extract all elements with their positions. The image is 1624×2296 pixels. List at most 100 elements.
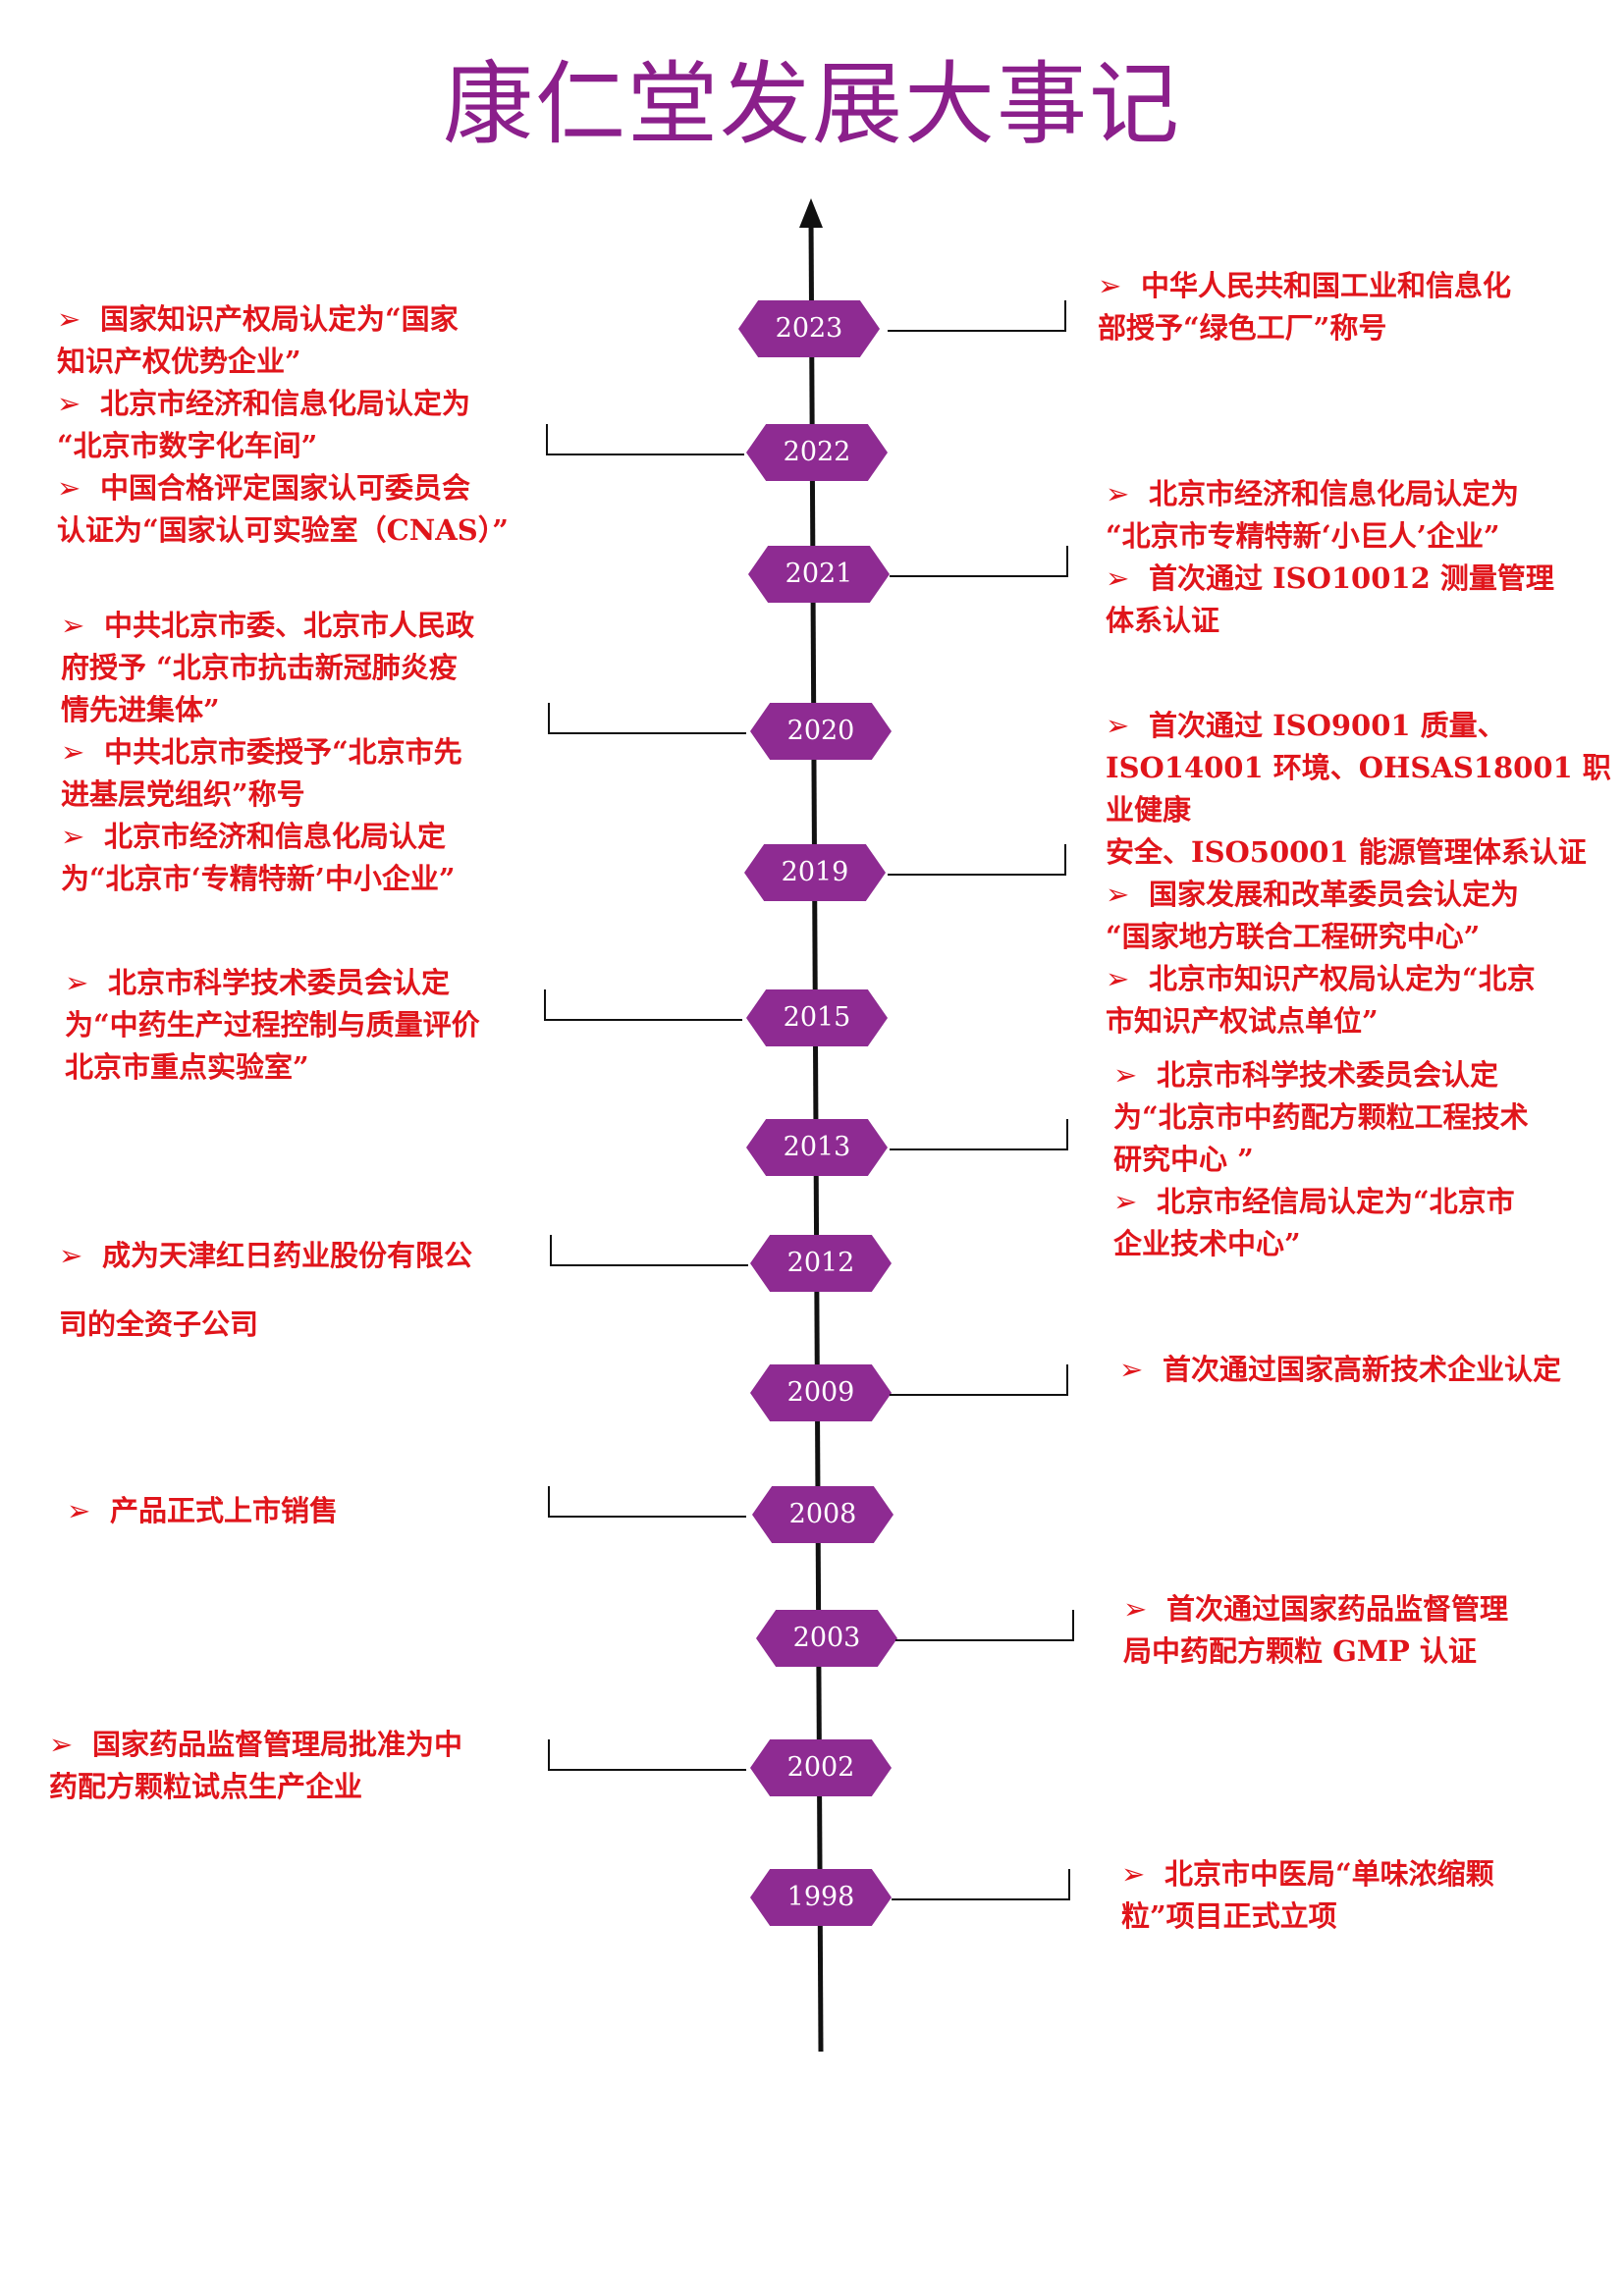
milestone-line: ➢ 国家发展和改革委员会认定为	[1106, 874, 1616, 916]
arrowhead-bullet-icon: ➢	[1106, 962, 1130, 995]
arrowhead-bullet-icon: ➢	[1121, 1857, 1146, 1891]
milestone-line: 体系认证	[1106, 604, 1220, 637]
year-badge-2003: 2003	[756, 1610, 897, 1667]
milestone-text: 北京市中医局“单味浓缩颗	[1164, 1857, 1494, 1891]
milestone-line: 司的全资子公司	[59, 1308, 259, 1341]
milestone-line: 情先进集体”	[61, 693, 220, 726]
milestone-line: 府授予 “北京市抗击新冠肺炎疫	[61, 651, 458, 684]
milestone-line: 安全、ISO50001 能源管理体系认证	[1106, 835, 1587, 869]
milestone-text: 成为天津红日药业股份有限公	[102, 1239, 473, 1272]
milestone-text: 北京市知识产权局认定为“北京	[1149, 962, 1536, 995]
arrowhead-bullet-icon: ➢	[1106, 709, 1130, 742]
milestone-line: 企业技术中心”	[1113, 1227, 1301, 1260]
milestone-line: “国家地方联合工程研究中心”	[1106, 920, 1481, 953]
year-badge-2013: 2013	[746, 1119, 888, 1176]
milestone-line: ➢ 北京市经济和信息化局认定为	[1106, 473, 1597, 515]
milestone-text: 北京市经济和信息化局认定为	[100, 387, 471, 420]
milestone-line: 局中药配方颗粒 GMP 认证	[1123, 1634, 1477, 1668]
milestone-line: ➢ 北京市中医局“单味浓缩颗	[1121, 1853, 1612, 1896]
milestone-line: ➢ 北京市科学技术委员会认定	[65, 962, 526, 1004]
milestone-text: 北京市经信局认定为“北京市	[1157, 1185, 1515, 1218]
connector-2008	[548, 1486, 746, 1518]
year-badge-2023: 2023	[738, 300, 880, 357]
page-title: 康仁堂发展大事记	[442, 52, 1181, 157]
arrowhead-bullet-icon: ➢	[1098, 269, 1122, 302]
connector-2003	[895, 1610, 1074, 1641]
milestone-text: 首次通过国家药品监督管理	[1166, 1592, 1509, 1626]
milestone-line: 市知识产权试点单位”	[1106, 1004, 1379, 1038]
milestone-text: 国家知识产权局认定为“国家	[100, 302, 459, 336]
arrowhead-bullet-icon: ➢	[1113, 1185, 1138, 1218]
connector-2002	[548, 1739, 746, 1771]
milestone-note-2013: ➢北京市科学技术委员会认定为“北京市中药配方颗粒工程技术研究中心 ”➢北京市经信…	[1113, 1054, 1604, 1265]
arrowhead-bullet-icon: ➢	[67, 1494, 91, 1527]
timeline-axis-arrowhead-icon	[799, 198, 823, 228]
milestone-note-2008: ➢ 产品正式上市销售	[67, 1490, 528, 1532]
milestone-line: “北京市数字化车间”	[57, 429, 318, 462]
milestone-line: ➢中国合格评定国家认可委员会	[57, 467, 518, 509]
connector-2015	[544, 989, 742, 1021]
arrowhead-bullet-icon: ➢	[1106, 561, 1130, 595]
milestone-line: 为“中药生产过程控制与质量评价	[65, 1008, 480, 1041]
connector-2019	[888, 844, 1066, 876]
milestone-text: 中国合格评定国家认可委员会	[100, 471, 471, 505]
milestone-line: 知识产权优势企业”	[57, 345, 301, 378]
milestone-line: ➢ 国家药品监督管理局批准为中	[49, 1724, 511, 1766]
milestone-text: 北京市经济和信息化局认定	[104, 820, 447, 853]
connector-2022	[546, 424, 744, 455]
milestone-line: ➢首次通过 ISO10012 测量管理	[1106, 558, 1597, 600]
milestone-text: 产品正式上市销售	[110, 1494, 339, 1527]
milestone-line: ➢ 首次通过国家药品监督管理	[1123, 1588, 1614, 1630]
year-badge-2015: 2015	[746, 989, 888, 1046]
milestone-line: “北京市专精特新‘小巨人’企业”	[1106, 519, 1500, 553]
arrowhead-bullet-icon: ➢	[49, 1728, 74, 1761]
milestone-line: ➢北京市经济和信息化局认定	[61, 816, 522, 858]
year-badge-1998: 1998	[750, 1869, 892, 1926]
arrowhead-bullet-icon: ➢	[1119, 1353, 1144, 1386]
arrowhead-bullet-icon: ➢	[1123, 1592, 1148, 1626]
milestone-line: ➢ 中共北京市委授予“北京市先	[61, 731, 522, 774]
milestone-line: ➢ 北京市科学技术委员会认定	[1113, 1054, 1604, 1096]
milestone-line: ➢ 中华人民共和国工业和信息化	[1098, 265, 1598, 307]
milestone-text: 中共北京市委授予“北京市先	[104, 735, 462, 769]
milestone-note-2019: ➢首次通过 ISO9001 质量、ISO14001 环境、OHSAS18001 …	[1106, 705, 1616, 1042]
milestone-line: 为“北京市‘专精特新’中小企业”	[61, 862, 456, 895]
milestone-text: 北京市科学技术委员会认定	[108, 966, 451, 999]
milestone-line: ISO14001 环境、OHSAS18001 职业健康	[1106, 751, 1611, 827]
arrowhead-bullet-icon: ➢	[1113, 1058, 1138, 1092]
milestone-line: 粒”项目正式立项	[1121, 1899, 1337, 1933]
milestone-line: ➢ 北京市经信局认定为“北京市	[1113, 1181, 1604, 1223]
arrowhead-bullet-icon: ➢	[61, 609, 85, 642]
milestone-text: 北京市科学技术委员会认定	[1157, 1058, 1499, 1092]
milestone-text: 北京市经济和信息化局认定为	[1149, 477, 1520, 510]
arrowhead-bullet-icon: ➢	[57, 302, 81, 336]
milestone-text: 国家药品监督管理局批准为中	[92, 1728, 463, 1761]
milestone-line: 药配方颗粒试点生产企业	[49, 1770, 363, 1803]
connector-2021	[890, 546, 1068, 577]
milestone-line: ➢成为天津红日药业股份有限公	[59, 1221, 520, 1290]
milestone-line: ➢ 产品正式上市销售	[67, 1490, 528, 1532]
milestone-line: 认证为“国家认可实验室（CNAS）”	[57, 513, 509, 547]
connector-2020	[548, 703, 746, 734]
milestone-line: ➢ 北京市知识产权局认定为“北京	[1106, 958, 1616, 1000]
year-badge-2012: 2012	[750, 1235, 892, 1292]
milestone-note-2022: ➢ 国家知识产权局认定为“国家知识产权优势企业” ➢北京市经济和信息化局认定为 “北京…	[57, 298, 518, 552]
milestone-line: ➢中共北京市委、北京市人民政	[61, 605, 522, 647]
connector-2023	[888, 300, 1066, 332]
milestone-line: 部授予“绿色工厂”称号	[1098, 311, 1387, 345]
arrowhead-bullet-icon: ➢	[1106, 878, 1130, 911]
milestone-note-2021: ➢ 北京市经济和信息化局认定为 “北京市专精特新‘小巨人’企业” ➢首次通过 ISO1…	[1106, 473, 1597, 642]
arrowhead-bullet-icon: ➢	[65, 966, 89, 999]
arrowhead-bullet-icon: ➢	[61, 735, 85, 769]
milestone-line: ➢北京市经济和信息化局认定为	[57, 383, 518, 425]
connector-2009	[890, 1364, 1068, 1396]
arrowhead-bullet-icon: ➢	[1106, 477, 1130, 510]
milestone-text: 中华人民共和国工业和信息化	[1141, 269, 1512, 302]
year-badge-2009: 2009	[750, 1364, 892, 1421]
milestone-note-2009: ➢首次通过国家高新技术企业认定	[1119, 1349, 1610, 1391]
milestone-text: 国家发展和改革委员会认定为	[1149, 878, 1520, 911]
milestone-line: ➢首次通过国家高新技术企业认定	[1119, 1349, 1610, 1391]
year-badge-2021: 2021	[748, 546, 890, 603]
year-badge-2020: 2020	[750, 703, 892, 760]
milestone-note-2020: ➢中共北京市委、北京市人民政府授予 “北京市抗击新冠肺炎疫情先进集体” ➢ 中共北京…	[61, 605, 522, 900]
